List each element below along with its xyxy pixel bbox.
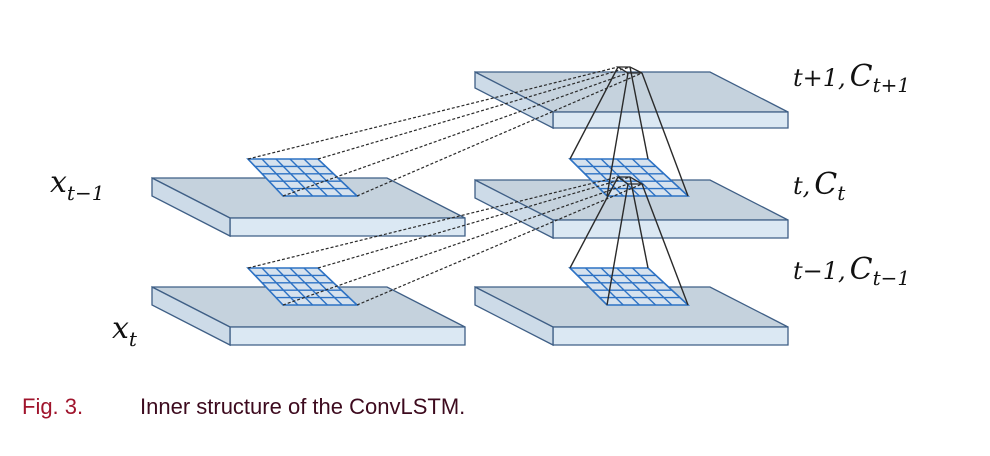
solid-connector-state-curr bbox=[569, 66, 619, 160]
caption-number: Fig. 3. bbox=[22, 394, 84, 419]
label-state-curr: t,Ct bbox=[793, 167, 846, 205]
dashed-connector-x-prev bbox=[247, 66, 619, 160]
plane-x-curr-front bbox=[229, 326, 466, 346]
label-state-next: t+1,Ct+1 bbox=[793, 59, 910, 97]
plane-x-curr bbox=[151, 285, 466, 347]
plane-state-next bbox=[474, 70, 789, 130]
dashed-connector-x-curr bbox=[282, 183, 629, 306]
plane-state-prev bbox=[474, 285, 789, 347]
solid-connector-state-curr bbox=[641, 72, 689, 197]
kernel-grid-state-curr-vline bbox=[585, 158, 624, 197]
kernel-grid-x-curr-vline bbox=[289, 267, 328, 306]
label-x-curr: xt bbox=[112, 311, 138, 351]
dashed-connector-x-curr bbox=[247, 176, 619, 269]
dashed-connector-x-prev bbox=[356, 72, 643, 197]
plane-x-prev bbox=[151, 176, 466, 238]
kernel-grid-state-prev-vline bbox=[585, 267, 624, 306]
kernel-grid-x-prev bbox=[246, 158, 360, 197]
plane-x-curr-side bbox=[151, 285, 231, 347]
kernel-grid-state-prev-vline bbox=[631, 267, 673, 306]
dashed-connector-x-prev bbox=[282, 72, 629, 197]
label-x-prev: xt−1 bbox=[50, 165, 104, 205]
dashed-connector-x-prev bbox=[317, 66, 631, 160]
solid-connector-state-prev bbox=[569, 176, 619, 269]
kernel-grid-x-curr-vline bbox=[275, 267, 314, 306]
kernel-grid-x-prev-vline bbox=[275, 158, 314, 197]
plane-x-prev-front bbox=[229, 217, 466, 237]
plane-state-next-front bbox=[552, 111, 789, 129]
plane-x-prev-side bbox=[151, 176, 231, 238]
solid-connector-state-prev bbox=[629, 176, 649, 269]
solid-connector-state-prev bbox=[641, 183, 689, 306]
kernel-grid-x-curr-vline bbox=[261, 267, 299, 306]
caption-text: Inner structure of the ConvLSTM. bbox=[140, 394, 466, 419]
plane-state-curr-front bbox=[552, 219, 789, 239]
solid-connector-state-curr bbox=[629, 66, 649, 160]
planes bbox=[151, 66, 789, 347]
dashed-connector-x-curr bbox=[317, 176, 631, 269]
figure-caption: Fig. 3. Inner structure of the ConvLSTM. bbox=[22, 394, 465, 420]
connector-lines-front bbox=[247, 66, 689, 306]
kernel-grid-x-curr-vline bbox=[303, 267, 343, 306]
kernel-grid-x-prev-vline bbox=[261, 158, 299, 197]
solid-connector-state-prev bbox=[606, 183, 629, 306]
kernel-grid-state-curr-vline bbox=[631, 158, 673, 197]
plane-state-prev-front bbox=[552, 326, 789, 346]
kernel-grid-state-prev bbox=[568, 267, 691, 306]
kernel-grid-state-prev-vline bbox=[600, 267, 640, 306]
solid-connector-state-curr bbox=[606, 72, 629, 197]
dashed-connector-x-curr bbox=[356, 183, 643, 306]
label-state-prev: t−1,Ct−1 bbox=[793, 252, 910, 290]
plane-state-prev-side bbox=[474, 285, 554, 347]
kernel-grid-x-curr bbox=[246, 267, 360, 306]
kernel-grid-state-prev-vline bbox=[616, 267, 657, 306]
kernel-grid-state-curr-vline bbox=[616, 158, 657, 197]
kernel-grid-x-prev-vline bbox=[303, 158, 343, 197]
plane-state-next-side bbox=[474, 70, 554, 130]
kernel-grid-x-prev-vline bbox=[289, 158, 328, 197]
